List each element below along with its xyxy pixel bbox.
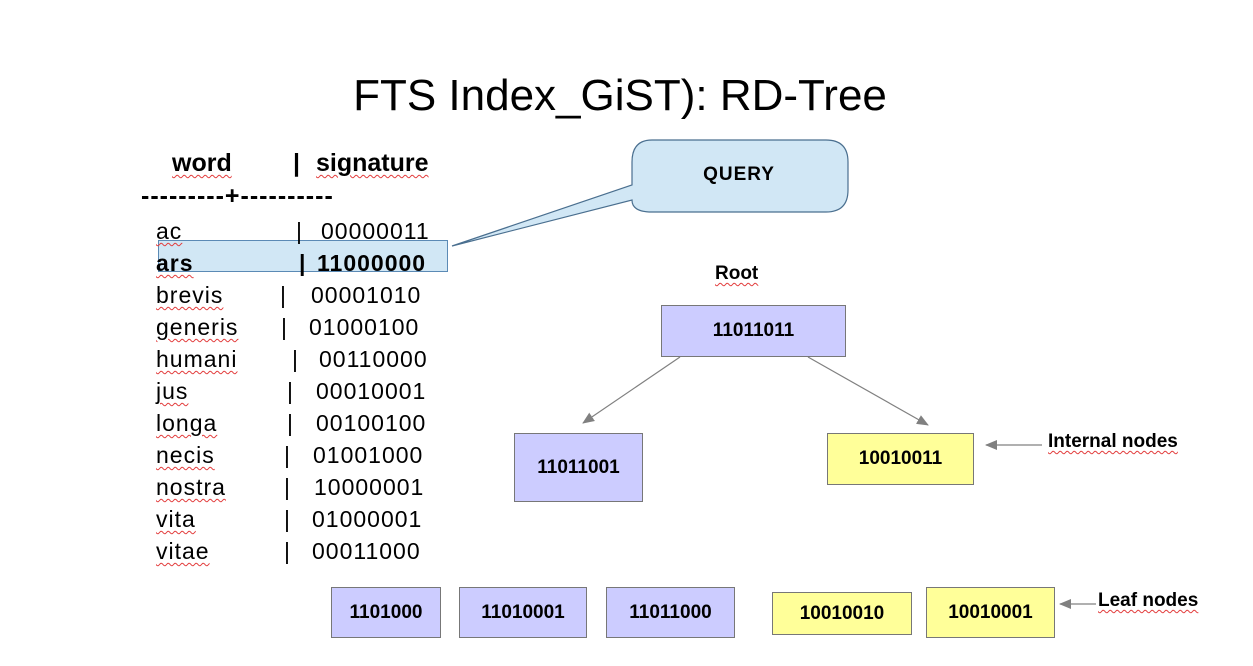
table-row: ars | 11000000 bbox=[156, 247, 466, 279]
row-divider: | bbox=[296, 218, 303, 244]
row-signature: 01000001 bbox=[312, 506, 423, 532]
arrow-root-right bbox=[807, 356, 929, 426]
row-signature: 00000011 bbox=[321, 218, 430, 244]
table-row: generis | 01000100 bbox=[156, 311, 466, 343]
table-row: brevis | 00001010 bbox=[156, 279, 466, 311]
row-signature: 10000001 bbox=[314, 474, 425, 500]
table-row: vitae | 00011000 bbox=[156, 535, 466, 567]
row-signature: 00110000 bbox=[319, 346, 428, 372]
root-node: 11011011 bbox=[661, 305, 846, 357]
root-label: Root bbox=[715, 263, 759, 284]
query-callout bbox=[451, 139, 849, 247]
row-word: necis bbox=[156, 442, 215, 468]
table-row: jus | 00010001 bbox=[156, 375, 466, 407]
row-divider: | bbox=[287, 378, 294, 404]
row-word: brevis bbox=[156, 282, 224, 308]
internal-nodes-label: Internal nodes bbox=[1048, 431, 1178, 452]
row-divider: | bbox=[284, 538, 291, 564]
row-word: ac bbox=[156, 218, 183, 244]
table-row: vita | 01000001 bbox=[156, 503, 466, 535]
row-signature: 01000100 bbox=[309, 314, 420, 340]
table-row: longa | 00100100 bbox=[156, 407, 466, 439]
row-divider: | bbox=[280, 282, 287, 308]
header-signature: signature bbox=[316, 149, 429, 177]
row-word: vitae bbox=[156, 538, 210, 564]
title-text: FTS Index_GiST): RD-Tree bbox=[353, 71, 887, 120]
row-word: vita bbox=[156, 506, 196, 532]
row-divider: | bbox=[281, 314, 288, 340]
table-row: necis | 01001000 bbox=[156, 439, 466, 471]
header-bar: | bbox=[293, 149, 300, 177]
table-separator: ---------+---------- bbox=[141, 182, 334, 210]
query-highlight bbox=[158, 240, 448, 272]
table-row: nostra | 10000001 bbox=[156, 471, 466, 503]
leaf-nodes-label: Leaf nodes bbox=[1098, 590, 1199, 611]
row-word: longa bbox=[156, 410, 218, 436]
row-signature: 00001010 bbox=[311, 282, 422, 308]
row-divider: | bbox=[292, 346, 299, 372]
row-word: ars bbox=[156, 250, 194, 276]
leaf-node: 11011000 bbox=[606, 587, 735, 638]
header-word: word bbox=[172, 149, 232, 177]
row-word: generis bbox=[156, 314, 239, 340]
query-label: QUERY bbox=[703, 164, 775, 185]
row-divider: | bbox=[284, 474, 291, 500]
row-divider: | bbox=[284, 442, 291, 468]
row-signature: 01001000 bbox=[313, 442, 424, 468]
leaf-node: 11010001 bbox=[459, 587, 587, 638]
arrow-root-left bbox=[582, 356, 681, 424]
row-divider: | bbox=[287, 410, 294, 436]
row-divider: | bbox=[299, 250, 307, 276]
row-word: nostra bbox=[156, 474, 226, 500]
row-signature: 00010001 bbox=[316, 378, 427, 404]
leaf-node: 10010010 bbox=[772, 592, 912, 635]
leaf-node: 10010001 bbox=[926, 587, 1055, 638]
row-signature: 11000000 bbox=[317, 250, 427, 276]
row-word: jus bbox=[156, 378, 189, 404]
row-signature: 00011000 bbox=[312, 538, 421, 564]
row-word: humani bbox=[156, 346, 238, 372]
row-signature: 00100100 bbox=[316, 410, 427, 436]
row-divider: | bbox=[284, 506, 291, 532]
leaf-node: 1101000 bbox=[331, 587, 441, 638]
internal-node: 10010011 bbox=[827, 433, 974, 485]
table-row: humani | 00110000 bbox=[156, 343, 466, 375]
table-row: ac | 00000011 bbox=[156, 215, 466, 247]
page-title: FTS Index_GiST): RD-Tree bbox=[0, 70, 1240, 122]
internal-node: 11011001 bbox=[514, 433, 643, 502]
